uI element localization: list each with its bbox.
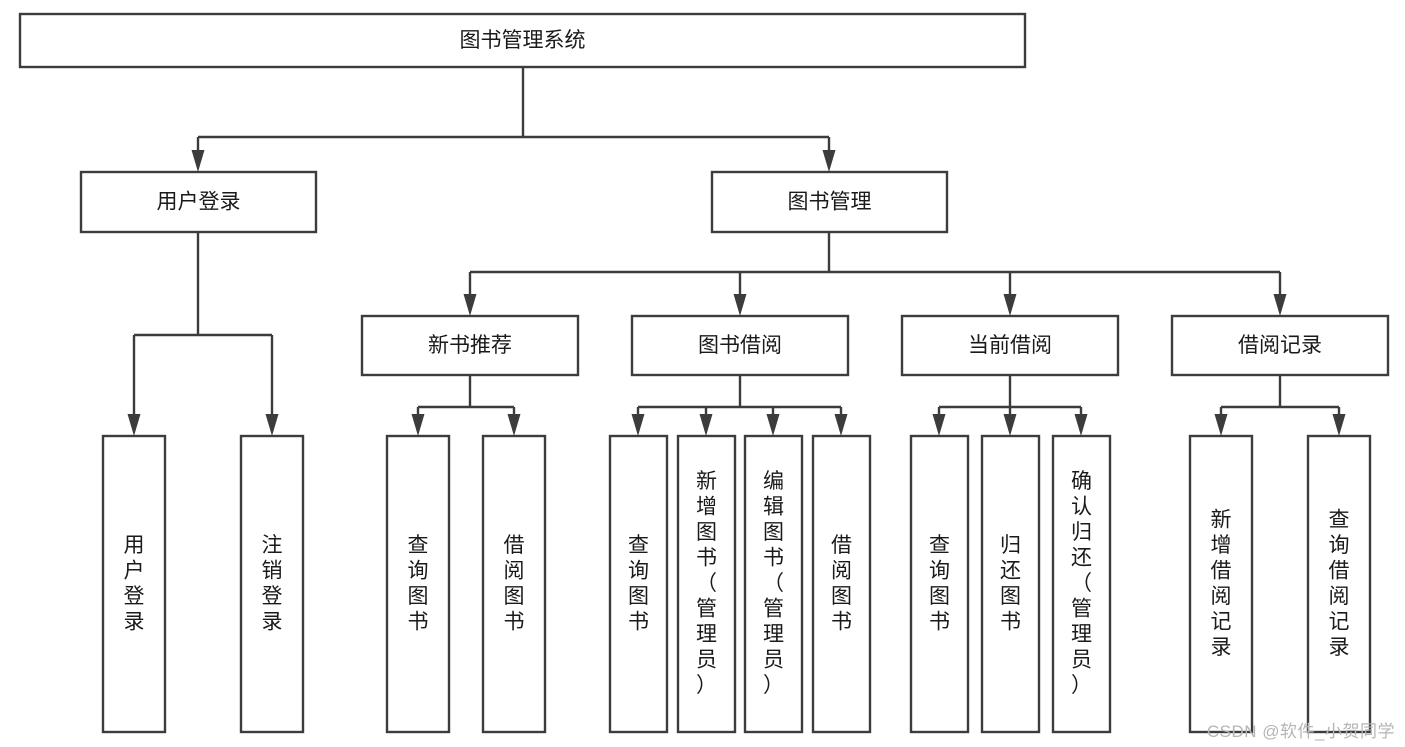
node-label: 图书借阅 xyxy=(698,334,782,357)
node-leaf-query-book-1[interactable]: 查询图书 xyxy=(385,434,451,734)
connector-user-login-to-leaves xyxy=(127,232,279,436)
node-box[interactable] xyxy=(385,434,451,734)
node-box[interactable] xyxy=(980,434,1041,734)
node-current-borrow[interactable]: 当前借阅 xyxy=(900,314,1120,377)
node-box[interactable] xyxy=(710,170,949,234)
connector-root-to-level1 xyxy=(191,67,836,172)
arrow-head-icon xyxy=(699,414,713,436)
arrow-head-icon xyxy=(1273,294,1287,316)
node-label: 图书管理系统 xyxy=(460,29,586,52)
node-leaf-query-book-2[interactable]: 查询图书 xyxy=(608,434,669,734)
node-box[interactable] xyxy=(1188,434,1254,734)
node-box[interactable] xyxy=(608,434,669,734)
node-leaf-confirm-return[interactable]: 确认归还（管理员） xyxy=(1051,434,1112,734)
node-box[interactable] xyxy=(811,434,872,734)
node-leaf-borrow-book-2[interactable]: 借阅图书 xyxy=(811,434,872,734)
node-label: 新书推荐 xyxy=(428,334,512,357)
node-box[interactable] xyxy=(481,434,547,734)
arrow-head-icon xyxy=(1214,414,1228,436)
arrow-head-icon xyxy=(1003,414,1017,436)
arrow-head-icon xyxy=(822,150,836,172)
node-box[interactable] xyxy=(360,314,580,377)
watermark-text: CSDN @软件_小贺同学 xyxy=(1206,722,1395,741)
node-root[interactable]: 图书管理系统 xyxy=(18,12,1027,69)
arrow-head-icon xyxy=(463,294,477,316)
arrow-head-icon xyxy=(766,414,780,436)
node-label: 确认归还（管理员） xyxy=(1071,470,1092,697)
node-label: 当前借阅 xyxy=(968,334,1052,357)
node-book-manage[interactable]: 图书管理 xyxy=(710,170,949,234)
node-label: 借阅记录 xyxy=(1238,334,1322,357)
node-label: 编辑图书（管理员） xyxy=(763,470,784,697)
node-label: 查询借阅记录 xyxy=(1329,508,1350,659)
arrow-head-icon xyxy=(631,414,645,436)
node-book-borrow[interactable]: 图书借阅 xyxy=(630,314,850,377)
node-box[interactable] xyxy=(1306,434,1372,734)
node-box[interactable] xyxy=(101,434,167,734)
node-leaf-user-logout[interactable]: 注销登录 xyxy=(239,434,305,734)
node-box[interactable] xyxy=(1170,314,1390,377)
connector-layer xyxy=(127,67,1346,436)
node-label: 查询图书 xyxy=(628,534,649,634)
node-box[interactable] xyxy=(909,434,970,734)
arrow-head-icon xyxy=(733,294,747,316)
arrow-head-icon xyxy=(834,414,848,436)
node-label: 图书管理 xyxy=(788,191,872,214)
node-leaf-borrow-book-1[interactable]: 借阅图书 xyxy=(481,434,547,734)
arrow-head-icon xyxy=(1003,294,1017,316)
arrow-head-icon xyxy=(127,414,141,436)
arrow-head-icon xyxy=(932,414,946,436)
node-leaf-query-record[interactable]: 查询借阅记录 xyxy=(1306,434,1372,734)
node-box[interactable] xyxy=(1051,434,1112,734)
node-leaf-add-book[interactable]: 新增图书（管理员） xyxy=(676,434,737,734)
node-label: 新增借阅记录 xyxy=(1211,508,1232,659)
connector-book-borrow-to-leaves xyxy=(631,375,848,436)
arrow-head-icon xyxy=(265,414,279,436)
node-new-book-rec[interactable]: 新书推荐 xyxy=(360,314,580,377)
node-label: 借阅图书 xyxy=(504,534,525,634)
node-box[interactable] xyxy=(743,434,804,734)
node-leaf-user-login[interactable]: 用户登录 xyxy=(101,434,167,734)
connector-new-book-rec-to-leaves xyxy=(411,375,521,436)
node-label: 归还图书 xyxy=(1000,534,1021,634)
node-leaf-edit-book[interactable]: 编辑图书（管理员） xyxy=(743,434,804,734)
node-label: 用户登录 xyxy=(124,534,145,634)
node-box[interactable] xyxy=(79,170,318,234)
connector-borrow-record-to-leaves xyxy=(1214,375,1346,436)
arrow-head-icon xyxy=(411,414,425,436)
node-layer: 图书管理系统用户登录图书管理新书推荐图书借阅当前借阅借阅记录用户登录注销登录查询… xyxy=(18,12,1390,734)
node-box[interactable] xyxy=(630,314,850,377)
node-borrow-record[interactable]: 借阅记录 xyxy=(1170,314,1390,377)
node-box[interactable] xyxy=(239,434,305,734)
connector-current-borrow-to-leaves xyxy=(932,375,1088,436)
arrow-head-icon xyxy=(507,414,521,436)
node-leaf-return-book[interactable]: 归还图书 xyxy=(980,434,1041,734)
node-label: 用户登录 xyxy=(157,191,241,214)
node-user-login[interactable]: 用户登录 xyxy=(79,170,318,234)
node-leaf-add-record[interactable]: 新增借阅记录 xyxy=(1188,434,1254,734)
node-label: 查询图书 xyxy=(408,534,429,634)
connector-book-manage-to-level2 xyxy=(463,232,1287,316)
node-label: 新增图书（管理员） xyxy=(696,470,717,697)
arrow-head-icon xyxy=(191,150,205,172)
node-label: 借阅图书 xyxy=(831,534,852,634)
node-label: 查询图书 xyxy=(929,534,950,634)
arrow-head-icon xyxy=(1074,414,1088,436)
node-box[interactable] xyxy=(676,434,737,734)
node-label: 注销登录 xyxy=(262,534,283,634)
node-leaf-query-book-3[interactable]: 查询图书 xyxy=(909,434,970,734)
node-box[interactable] xyxy=(900,314,1120,377)
node-box[interactable] xyxy=(18,12,1027,69)
arrow-head-icon xyxy=(1332,414,1346,436)
